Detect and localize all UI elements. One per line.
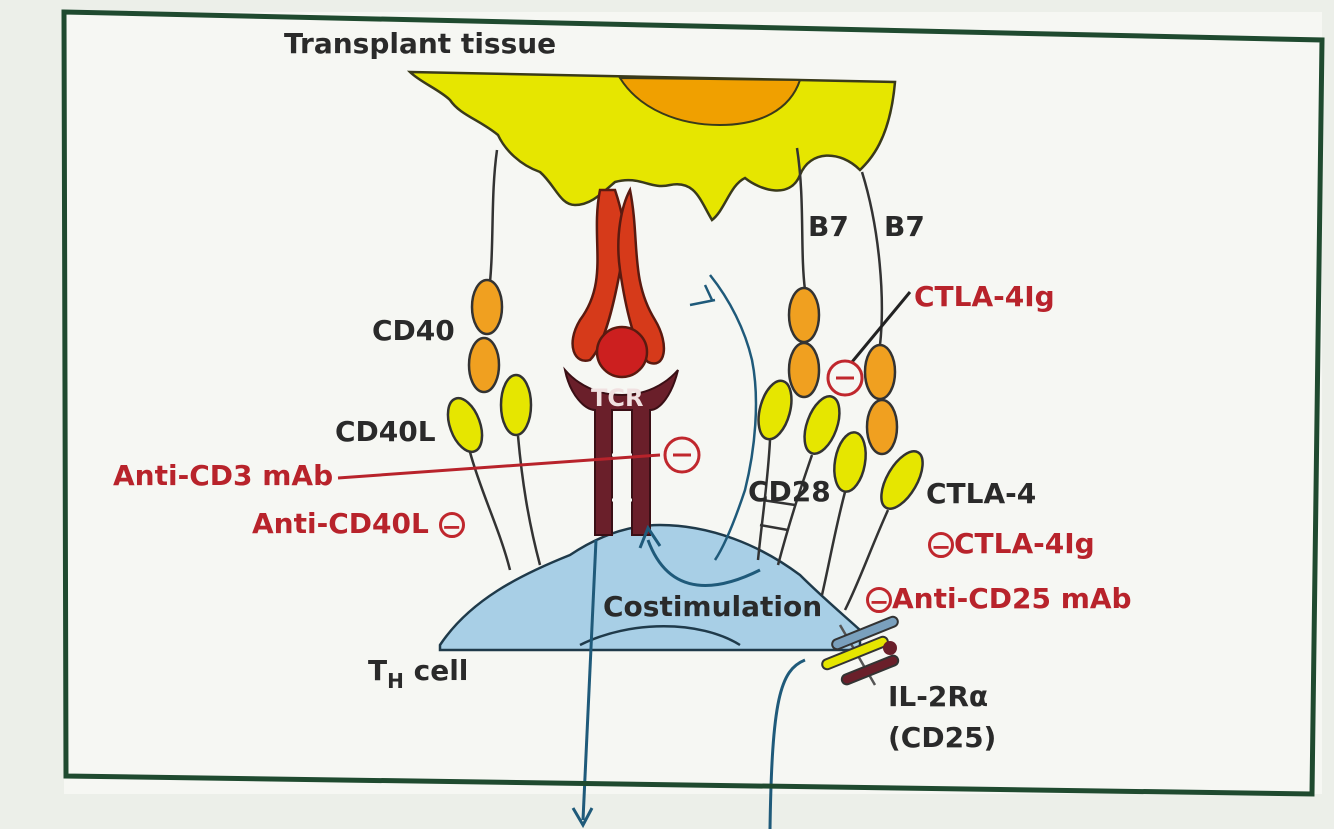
th-cell-shape [438, 523, 862, 652]
b7-bead-right-upper [863, 343, 897, 401]
ctla4-bead-left [833, 431, 867, 493]
anti-cd25-minus-icon: − [866, 587, 892, 614]
figure-frame [61, 9, 1325, 797]
b7-label-left: B7 [808, 210, 849, 243]
cd40l-bead-left [446, 396, 484, 454]
cd40-label: CD40 [372, 314, 455, 347]
mhc-arm-right [617, 186, 666, 365]
ctla4-bead-right [880, 450, 924, 510]
costimulation-arrowhead [638, 524, 662, 549]
b7-bead-right-lower [865, 398, 899, 456]
cd28-bead-right [803, 395, 841, 455]
costimulation-arrow [646, 539, 761, 587]
cd40-bead-lower [467, 336, 501, 394]
tcr-receptor [563, 366, 679, 536]
b7-bead-left-upper [787, 286, 821, 344]
ctla4ig-bottom-minus-icon: − [928, 532, 954, 559]
ctla4-stalk-left [820, 491, 847, 596]
ctla4ig-top-label: CTLA-4Ig [914, 280, 1055, 313]
cd40l-stalk-right [516, 435, 542, 566]
tissue-nucleus [618, 76, 802, 127]
costimulation-arc [579, 625, 741, 647]
transplant-tissue-label: Transplant tissue [284, 27, 557, 60]
antibody-stalk [709, 274, 758, 561]
cd28-label: CD28 [748, 475, 831, 508]
cd40-bead-upper [470, 278, 504, 336]
antibody-arm [689, 284, 716, 307]
anti-cd25-row: −Anti-CD25 mAb [866, 582, 1132, 615]
antigen-peptide [595, 325, 649, 379]
ctla4ig-pointer [850, 291, 912, 363]
b7-bead-left-lower [787, 341, 821, 399]
signal-arrow-left [581, 539, 598, 821]
th-cell-label: TH cell [368, 654, 469, 693]
anti-cd40l-minus-icon: − [438, 512, 465, 539]
il2ra-label: IL-2Rα [888, 680, 989, 713]
cd28-bead-left [757, 379, 793, 441]
ctla4-stalk-right [843, 509, 890, 611]
cd40l-stalk-left [468, 451, 512, 571]
costimulation-label: Costimulation [603, 590, 823, 623]
anti-cd40l-label: Anti-CD40L [252, 507, 429, 540]
ctla4-label: CTLA-4 [926, 477, 1037, 510]
b7-stalk-left [795, 147, 807, 291]
anti-cd3-pointer [337, 453, 661, 480]
anti-cd3-label: Anti-CD3 mAb [113, 459, 334, 492]
cd28-stalk-right [776, 454, 814, 566]
cd40l-label: CD40L [335, 415, 436, 448]
tcr-label: TCR [591, 384, 644, 412]
anti-cd40l-row: Anti-CD40L − [252, 507, 465, 540]
ctla4ig-bottom-label: CTLA-4Ig [954, 527, 1095, 560]
ctla4ig-bottom-row: −CTLA-4Ig [928, 527, 1095, 560]
anti-cd25-label: Anti-CD25 mAb [892, 582, 1132, 615]
il2r-receptor [821, 615, 900, 686]
cd40l-bead-right [499, 373, 533, 437]
cd25-label: (CD25) [888, 721, 997, 754]
b7-label-right: B7 [884, 210, 925, 243]
